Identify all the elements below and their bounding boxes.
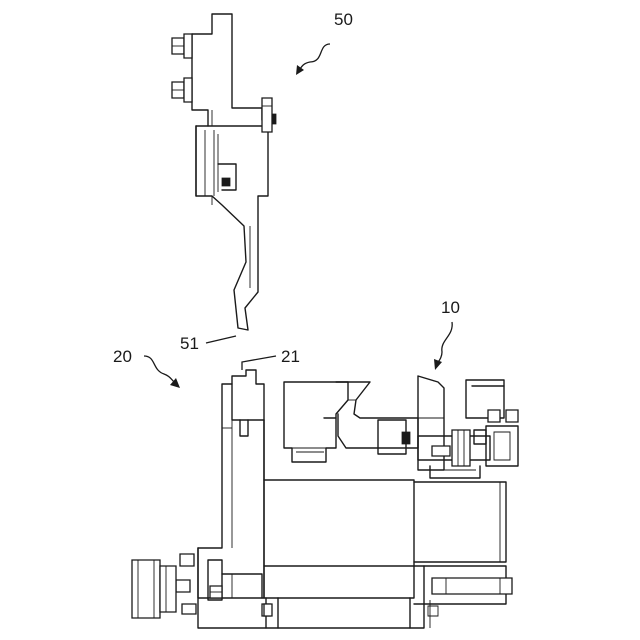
gripper-arm-assembly: [172, 14, 276, 330]
base-unit-assembly: [132, 370, 270, 628]
label-50-text: 50: [334, 10, 353, 29]
label-20-text: 20: [113, 347, 132, 366]
reference-label-21: 21: [242, 347, 300, 370]
label-51-text: 51: [180, 334, 199, 353]
reference-label-10: 10: [434, 298, 460, 370]
reference-label-51: 51: [180, 334, 236, 353]
label-10-text: 10: [441, 298, 460, 317]
clamp-mechanism-assembly: [264, 376, 518, 628]
reference-label-50: 50: [296, 10, 353, 75]
reference-label-20: 20: [113, 347, 180, 388]
label-21-text: 21: [281, 347, 300, 366]
